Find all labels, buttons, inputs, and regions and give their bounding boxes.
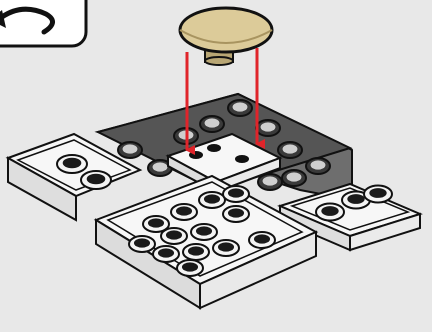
white-stud	[171, 204, 197, 220]
dark-stud	[278, 142, 302, 158]
dark-stud	[118, 142, 142, 158]
white-stud	[316, 204, 344, 221]
white-stud	[161, 228, 187, 244]
dark-stud	[200, 116, 224, 132]
white-stud	[191, 224, 217, 240]
white-stud	[199, 192, 225, 208]
white-stud	[129, 236, 155, 252]
white-stud	[153, 246, 179, 262]
white-stud	[213, 240, 239, 256]
white-stud	[249, 232, 275, 248]
dark-stud	[256, 120, 280, 136]
dark-stud	[228, 100, 252, 116]
white-stud	[183, 244, 209, 260]
rotate-indicator	[0, 0, 86, 46]
white-stud	[177, 260, 203, 276]
white-stud	[81, 171, 111, 189]
dark-stud	[282, 170, 306, 186]
white-stud	[57, 155, 87, 173]
white-stud	[223, 206, 249, 222]
white-stud	[364, 186, 392, 203]
dark-stud	[258, 174, 282, 190]
white-stud	[223, 186, 249, 202]
dark-stud	[306, 158, 330, 174]
